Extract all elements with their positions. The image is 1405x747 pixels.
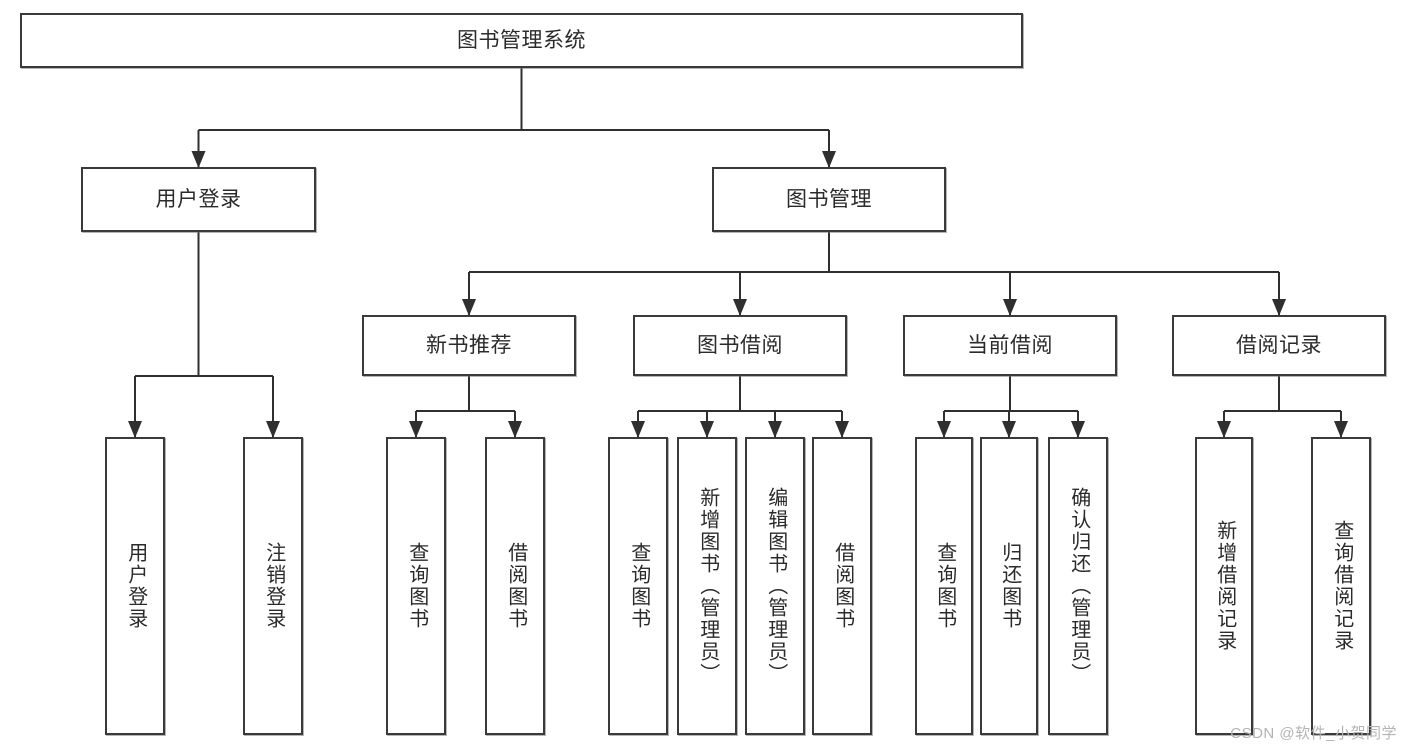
node-root: 图书管理系统 (20, 13, 1023, 68)
node-label: 借阅图书 (504, 542, 527, 630)
node-label: 查询图书 (627, 542, 650, 630)
node-label: 借阅图书 (831, 542, 854, 630)
node-label: 当前借阅 (967, 333, 1053, 357)
watermark-label: CSDN @软件_小贺同学 (1230, 725, 1397, 742)
node-book-borrow: 图书借阅 (633, 315, 847, 376)
node-label: 编辑图书（管理员） (764, 487, 787, 685)
node-leaf-user-logout: 注销登录 (243, 437, 303, 735)
node-label: 新增借阅记录 (1213, 520, 1236, 652)
node-leaf-query-book-3: 查询图书 (915, 437, 973, 735)
node-leaf-add-book: 新增图书（管理员） (677, 437, 737, 735)
node-label: 用户登录 (124, 542, 147, 630)
node-label: 查询借阅记录 (1330, 520, 1353, 652)
node-leaf-return-book: 归还图书 (980, 437, 1038, 735)
node-leaf-edit-book: 编辑图书（管理员） (745, 437, 805, 735)
node-label: 新书推荐 (426, 333, 512, 357)
node-new-book-recommend: 新书推荐 (362, 315, 576, 376)
node-label: 新增图书（管理员） (696, 487, 719, 685)
node-label: 图书借阅 (697, 333, 783, 357)
node-user-login: 用户登录 (81, 167, 316, 232)
node-leaf-user-login: 用户登录 (105, 437, 165, 735)
node-book-manage: 图书管理 (712, 167, 946, 232)
node-label: 查询图书 (405, 542, 428, 630)
node-label: 借阅记录 (1236, 333, 1322, 357)
node-label: 查询图书 (933, 542, 956, 630)
node-leaf-confirm-return: 确认归还（管理员） (1048, 437, 1108, 735)
node-leaf-query-book-2: 查询图书 (608, 437, 668, 735)
node-label: 图书管理系统 (457, 28, 586, 52)
node-leaf-add-record: 新增借阅记录 (1195, 437, 1253, 735)
node-borrow-record: 借阅记录 (1172, 315, 1386, 376)
node-label: 注销登录 (262, 542, 285, 630)
node-label: 用户登录 (155, 187, 242, 211)
node-leaf-borrow-book-1: 借阅图书 (485, 437, 545, 735)
node-leaf-borrow-book-2: 借阅图书 (812, 437, 872, 735)
node-label: 归还图书 (998, 542, 1021, 630)
node-label: 图书管理 (786, 187, 872, 211)
node-label: 确认归还（管理员） (1067, 487, 1090, 685)
node-leaf-query-book-1: 查询图书 (386, 437, 446, 735)
node-current-borrow: 当前借阅 (903, 315, 1117, 376)
node-leaf-query-record: 查询借阅记录 (1311, 437, 1371, 735)
